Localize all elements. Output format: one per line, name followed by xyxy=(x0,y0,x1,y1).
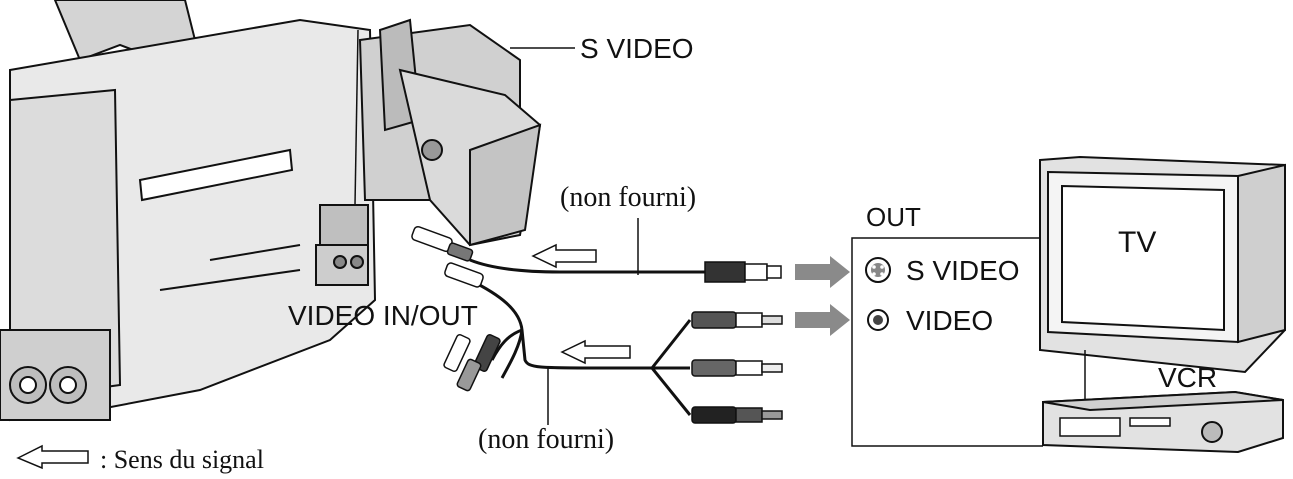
signal-direction-legend-icon xyxy=(16,444,89,470)
signal-direction-arrow-bottom xyxy=(560,339,631,365)
legend-label: : Sens du signal xyxy=(100,445,264,474)
camcorder-illustration xyxy=(0,0,542,422)
tv-label: TV xyxy=(1118,226,1156,259)
s-video-jack-icon xyxy=(865,257,891,283)
out-panel xyxy=(851,237,1043,447)
av-cable xyxy=(469,278,652,370)
vcr-illustration xyxy=(1042,390,1284,454)
out-label: OUT xyxy=(866,202,921,232)
output-plugs xyxy=(691,261,783,424)
video-out-label: VIDEO xyxy=(906,305,993,336)
signal-direction-arrow-top xyxy=(531,243,597,269)
cables xyxy=(469,47,705,425)
s-video-out-label: S VIDEO xyxy=(906,255,1020,286)
output-arrow-s-video xyxy=(795,256,850,288)
video-jack-icon xyxy=(867,309,889,331)
video-in-out-label: VIDEO IN/OUT xyxy=(288,300,478,331)
cable-not-supplied-top-label: (non fourni) xyxy=(560,182,696,213)
s-video-cable xyxy=(469,258,705,274)
vcr-label: VCR xyxy=(1158,362,1217,393)
cable-not-supplied-bottom-label: (non fourni) xyxy=(478,424,614,455)
camera-plugs xyxy=(411,225,501,392)
output-arrow-video xyxy=(795,304,850,336)
s-video-label-top: S VIDEO xyxy=(580,33,694,64)
tv-illustration xyxy=(1039,155,1286,400)
